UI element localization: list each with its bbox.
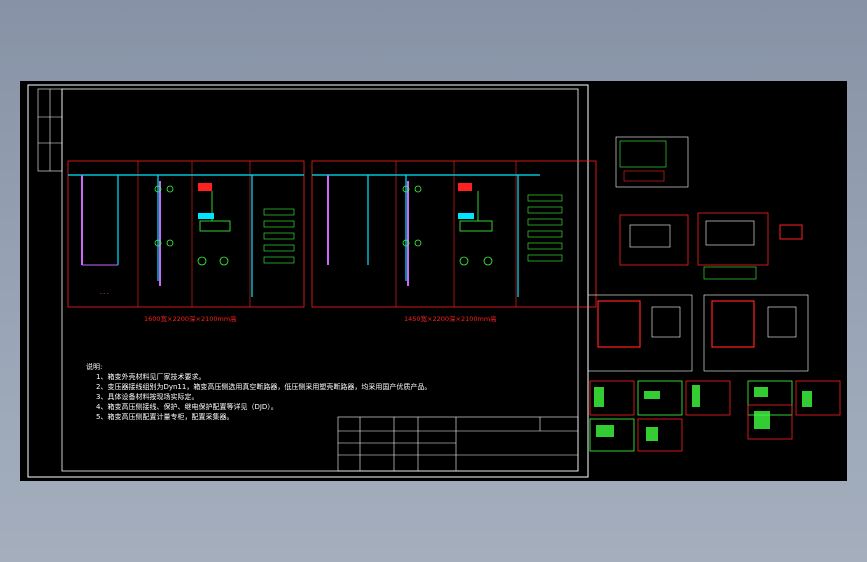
note-line: 2、变压器接线组别为Dyn11，箱变高压侧选用真空断路器，低压侧采用塑壳断路器，… xyxy=(96,382,431,391)
right-switchgear-schematic xyxy=(311,160,597,308)
binding-strip xyxy=(37,88,63,172)
sheet-outer-frame xyxy=(27,84,589,478)
note-line: 1、箱变外壳材料见厂家技术要求。 xyxy=(96,372,205,381)
design-notes: 说明: 1、箱变外壳材料见厂家技术要求。 2、变压器接线组别为Dyn11，箱变高… xyxy=(86,362,431,421)
note-line: 3、具体设备材料按现场实际定。 xyxy=(96,392,198,401)
note-line: 4、箱变高压侧接线、保护、继电保护配置等详见（DJD）。 xyxy=(96,402,278,411)
cad-drawing-viewport[interactable]: - - - 1600宽×2200深×2100mm高 xyxy=(20,81,847,481)
elevation-drawing-thumbnails xyxy=(587,136,841,452)
note-line: 5、箱变高压侧配置计量专柜，配置采集器。 xyxy=(96,412,233,421)
title-block xyxy=(337,416,579,472)
left-panel-title: 1600宽×2200深×2100mm高 xyxy=(144,314,237,323)
right-panel-title: 1450宽×2200深×2100mm高 xyxy=(404,314,497,323)
svg-text:- - -: - - - xyxy=(100,291,109,297)
left-switchgear-schematic: - - - xyxy=(67,160,305,308)
sheet-inner-frame xyxy=(61,88,579,472)
drawing-canvas: - - - 1600宽×2200深×2100mm高 xyxy=(27,84,841,478)
notes-title: 说明: xyxy=(86,362,102,371)
